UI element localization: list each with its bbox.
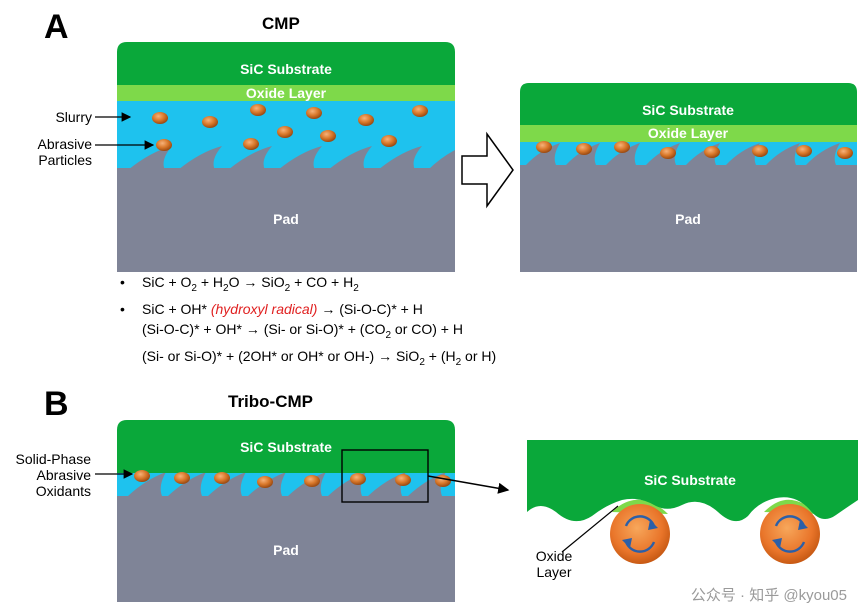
abrasive-particle: [576, 143, 592, 155]
abrasive-particle: [306, 107, 322, 119]
zoom-substrate-label: SiC Substrate: [644, 472, 736, 488]
panel-b-zoom: SiC Substrate: [527, 440, 858, 564]
abrasive-particle: [837, 147, 853, 159]
abrasive-particle: [152, 112, 168, 124]
substrate-b-label: SiC Substrate: [240, 439, 332, 455]
equation-3: (Si-O-C)* + OH* → (Si- or Si-O)* + (CO2 …: [142, 320, 463, 341]
oxide-a-label: Oxide Layer: [246, 85, 327, 101]
abrasive-particle: [320, 130, 336, 142]
slurry-label: Slurry: [55, 109, 92, 125]
abrasive-particle: [796, 145, 812, 157]
abrasive-particle: [243, 138, 259, 150]
solid-oxidant-particle: [257, 476, 273, 488]
abrasive-particles-a-right: [536, 141, 853, 159]
abrasive-particle: [704, 146, 720, 158]
pad-b: [117, 480, 455, 602]
bullet-icon: •: [120, 274, 125, 290]
zoom-arrow: [427, 475, 510, 494]
oxidant-ball: [760, 504, 820, 564]
solid-oxidant-particle: [350, 473, 366, 485]
pad-a-right-label: Pad: [675, 211, 701, 227]
process-arrow: [461, 131, 514, 209]
solid-phase-label: Solid-Phase Abrasive Oxidants: [5, 451, 92, 499]
pad-b-label: Pad: [273, 542, 299, 558]
solid-label-line3: Oxidants: [35, 483, 91, 499]
solid-oxidant-particle: [304, 475, 320, 487]
pad-a-label: Pad: [273, 211, 299, 227]
oxide-layer-pointer: [561, 505, 619, 553]
oxide-layer-a-right: [520, 125, 857, 142]
oxidant-ball: [610, 504, 670, 564]
pad-teeth-a: [128, 146, 455, 170]
solid-oxidant-particles-b: [134, 470, 451, 488]
oxide-label-line1: Oxide: [535, 548, 573, 564]
equation-2: •SiC + OH* (hydroxyl radical) → (Si-O-C)…: [120, 300, 423, 317]
solid-oxidant-particle: [435, 475, 451, 487]
solid-label-line2: Abrasive: [36, 467, 91, 483]
panel-a-left-stack: SiC Substrate Oxide Layer Pad: [95, 42, 455, 272]
abrasive-particles-label: Abrasive Particles: [20, 136, 92, 168]
solid-label-line1: Solid-Phase: [15, 451, 92, 467]
oxide-a-right-label: Oxide Layer: [648, 125, 729, 141]
pad-a-left: [117, 168, 455, 272]
abrasive-particle: [412, 105, 428, 117]
solid-oxidant-particle: [214, 472, 230, 484]
substrate-a-label: SiC Substrate: [240, 61, 332, 77]
abrasive-particle: [381, 135, 397, 147]
reaction-equations: •SiC + O2 + H2O → SiO2 + CO + H2 •SiC + …: [120, 272, 680, 372]
solid-oxidant-particle: [174, 472, 190, 484]
abrasive-particle: [277, 126, 293, 138]
abrasive-particle: [250, 104, 266, 116]
oxide-layer-a: [117, 85, 455, 101]
substrate-a-right: [520, 83, 857, 125]
hydroxyl-radical-note: (hydroxyl radical): [210, 300, 318, 317]
abrasive-particle: [536, 141, 552, 153]
abrasive-particle: [358, 114, 374, 126]
substrate-a: [117, 42, 455, 85]
zoom-substrate: [527, 440, 858, 522]
abrasive-particle: [202, 116, 218, 128]
oxide-label-line2: Layer: [536, 564, 572, 580]
abrasive-particle: [156, 139, 172, 151]
panel-a-right-stack: SiC Substrate Oxide Layer Pad: [520, 83, 857, 272]
substrate-a-right-label: SiC Substrate: [642, 102, 734, 118]
watermark: 公众号 · 知乎 @kyou05: [690, 587, 847, 604]
panel-b-left-stack: SiC Substrate Pad: [95, 420, 510, 602]
equation-4: (Si- or Si-O)* + (2OH* or OH* or OH-) → …: [142, 347, 497, 368]
oxide-layer-label: Oxide Layer: [520, 548, 588, 580]
solid-oxidant-particle: [395, 474, 411, 486]
panel-a-letter: A: [44, 8, 69, 46]
abrasive-label-line1: Abrasive: [37, 136, 92, 152]
panel-a-title: CMP: [262, 14, 300, 33]
panel-b-title: Tribo-CMP: [228, 392, 313, 411]
abrasive-particles-a: [152, 104, 428, 151]
equation-1: •SiC + O2 + H2O → SiO2 + CO + H2: [120, 274, 359, 294]
abrasive-label-line2: Particles: [38, 152, 92, 168]
substrate-b: [117, 420, 455, 473]
solid-oxidant-particle: [134, 470, 150, 482]
bullet-icon: •: [120, 300, 125, 317]
abrasive-particle: [660, 147, 676, 159]
pad-a-right: [520, 150, 857, 272]
abrasive-particle: [614, 141, 630, 153]
abrasive-particle: [752, 145, 768, 157]
rotation-arrowheads: [622, 520, 808, 548]
panel-b-letter: B: [44, 385, 69, 423]
